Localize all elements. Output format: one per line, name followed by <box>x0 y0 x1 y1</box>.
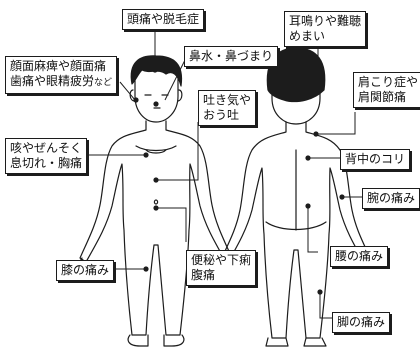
callout-headache-text: 頭痛や脱毛症 <box>127 12 200 26</box>
dot-chest <box>143 152 149 158</box>
callout-face-line1: 顔面麻痺や顔面痛 <box>10 59 107 73</box>
callout-shoulder-line2: 肩関節痛 <box>358 90 407 104</box>
dot-shoulder <box>313 131 319 137</box>
callout-tinnitus-line1: 耳鳴りや難聴 <box>289 14 362 28</box>
callout-tinnitus: 耳鳴りや難聴 めまい <box>284 11 367 47</box>
dot-arm <box>339 194 345 200</box>
dot-face-1 <box>133 97 139 103</box>
callout-headache: 頭痛や脱毛症 <box>122 9 205 30</box>
callout-nose-text: 鼻水・鼻づまり <box>189 49 274 63</box>
callout-arm: 腕の痛み <box>362 188 420 209</box>
callout-cough-line2: 息切れ・胸痛 <box>10 156 83 170</box>
callout-leg: 脚の痛み <box>332 312 391 333</box>
callout-back-text: 背中のコリ <box>345 152 406 166</box>
callout-tinnitus-line2: めまい <box>289 29 326 43</box>
callout-knee: 膝の痛み <box>56 260 115 281</box>
leader-face <box>119 81 136 101</box>
leader-nose <box>164 59 186 101</box>
callout-leg-text: 脚の痛み <box>337 315 386 329</box>
callout-face-suffix: など <box>94 78 113 88</box>
callout-arm-text: 腕の痛み <box>367 191 416 205</box>
callout-cough-line1: 咳やぜんそく <box>10 141 83 155</box>
callout-constipation: 便秘や下痢 腹痛 <box>186 250 257 286</box>
callout-knee-text: 膝の痛み <box>61 263 110 277</box>
callout-nausea-line2: おう吐 <box>203 108 240 122</box>
dot-head <box>152 67 158 73</box>
callout-nausea: 吐き気や おう吐 <box>198 90 257 126</box>
dot-abdomen <box>153 205 159 211</box>
callout-constipation-line1: 便秘や下痢 <box>191 253 252 267</box>
dot-back <box>305 155 311 161</box>
leader-shoulder <box>316 112 356 135</box>
callout-back: 背中のコリ <box>340 149 411 170</box>
callout-face-line2: 歯痛や眼精疲労 <box>10 74 95 88</box>
callout-face: 顔面麻痺や顔面痛 歯痛や眼精疲労など <box>5 56 118 94</box>
callout-nose: 鼻水・鼻づまり <box>184 46 279 67</box>
dot-knee <box>143 266 149 272</box>
callout-lowback: 腰の痛み <box>330 246 389 267</box>
dot-face-2 <box>153 101 159 107</box>
callout-cough: 咳やぜんそく 息切れ・胸痛 <box>5 138 88 174</box>
callout-shoulder: 肩こり症や 肩関節痛 <box>353 72 420 108</box>
dot-lowback <box>305 203 311 209</box>
callout-shoulder-line1: 肩こり症や <box>358 75 419 89</box>
leader-lowback <box>307 206 318 253</box>
dot-ear <box>315 87 321 93</box>
back-hair <box>266 47 326 103</box>
callout-nausea-line1: 吐き気や <box>203 93 252 107</box>
callout-constipation-line2: 腹痛 <box>191 268 216 282</box>
dot-stomach <box>153 177 159 183</box>
leader-constipation <box>156 207 187 242</box>
leader-nausea <box>156 122 199 181</box>
callout-lowback-text: 腰の痛み <box>335 249 384 263</box>
dot-leg <box>317 289 323 295</box>
